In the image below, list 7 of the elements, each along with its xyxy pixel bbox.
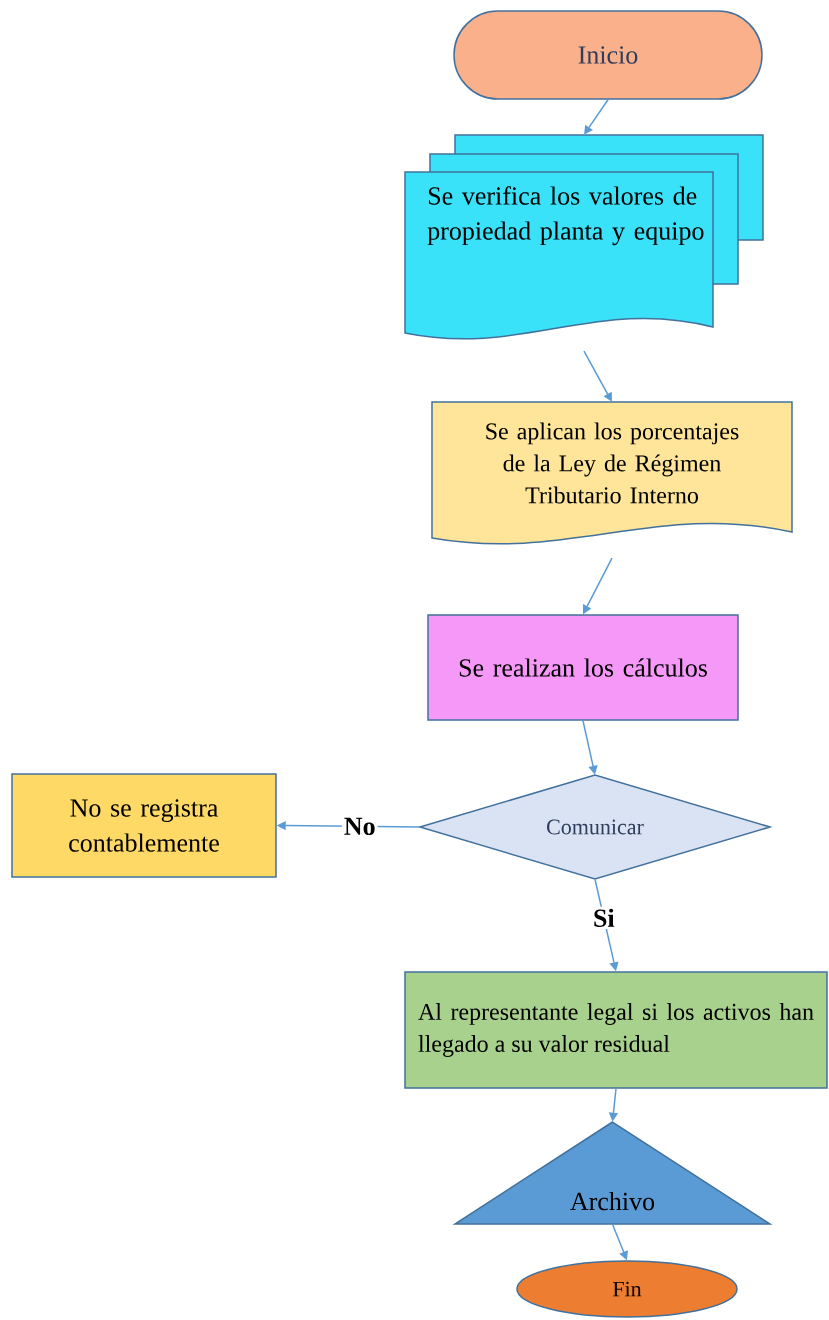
arrow — [584, 99, 609, 135]
edge-label: No — [341, 815, 378, 837]
process-box: No se registra contablemente — [11, 773, 277, 878]
process-box: Se realizan los cálculos — [427, 614, 739, 721]
process-box: Al representante legal si los activos han llegado a su valor residual — [404, 971, 828, 1089]
arrow — [583, 350, 612, 402]
edge-label: Si — [591, 906, 617, 929]
